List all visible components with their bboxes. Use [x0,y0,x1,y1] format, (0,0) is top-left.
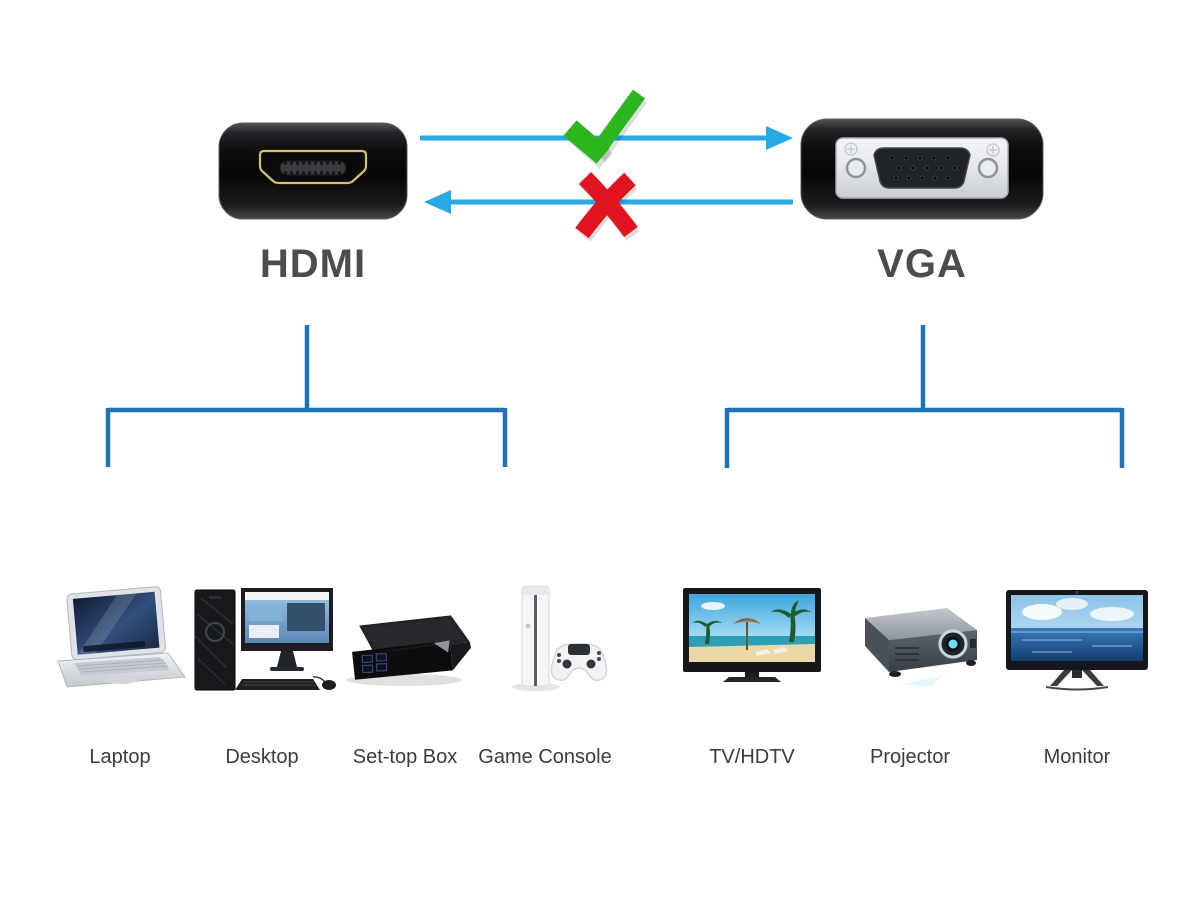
set-top-box-icon [346,615,471,686]
device-game-console: Game Console [470,584,620,769]
game-console-icon [512,585,608,691]
monitor-icon [1006,590,1148,691]
monitor-label: Monitor [1043,746,1111,768]
laptop-label: Laptop [89,746,151,768]
hdmi-label: HDMI [259,242,367,286]
tv-label: TV/HDTV [709,746,795,768]
hdmi-connector-icon [218,122,408,220]
laptop-icon [57,586,186,688]
game-console-label: Game Console [478,746,612,768]
vga-connector-icon [800,118,1044,220]
device-tv: TV/HDTV [677,584,827,769]
vga-devices-bracket [724,325,1125,468]
check-icon [563,89,648,169]
device-set-top-box: Set-top Box [330,584,480,769]
gamepad [550,643,608,682]
device-desktop: Desktop [187,584,337,769]
tv-icon [683,588,821,682]
desktop-icon [194,588,336,691]
device-laptop: Laptop [45,584,195,769]
beach-umbrella [733,618,761,650]
palm-tree [692,600,811,644]
cross-icon [575,171,640,242]
desktop-label: Desktop [225,746,299,768]
device-monitor: Monitor [1002,584,1152,769]
vga-label: VGA [877,242,967,286]
device-projector: Projector [835,584,985,769]
hdmi-devices-bracket [105,325,508,467]
set-top-box-label: Set-top Box [352,746,458,768]
projector-icon [865,608,977,687]
arrow-vga-to-hdmi [424,190,793,214]
projector-label: Projector [869,746,951,768]
